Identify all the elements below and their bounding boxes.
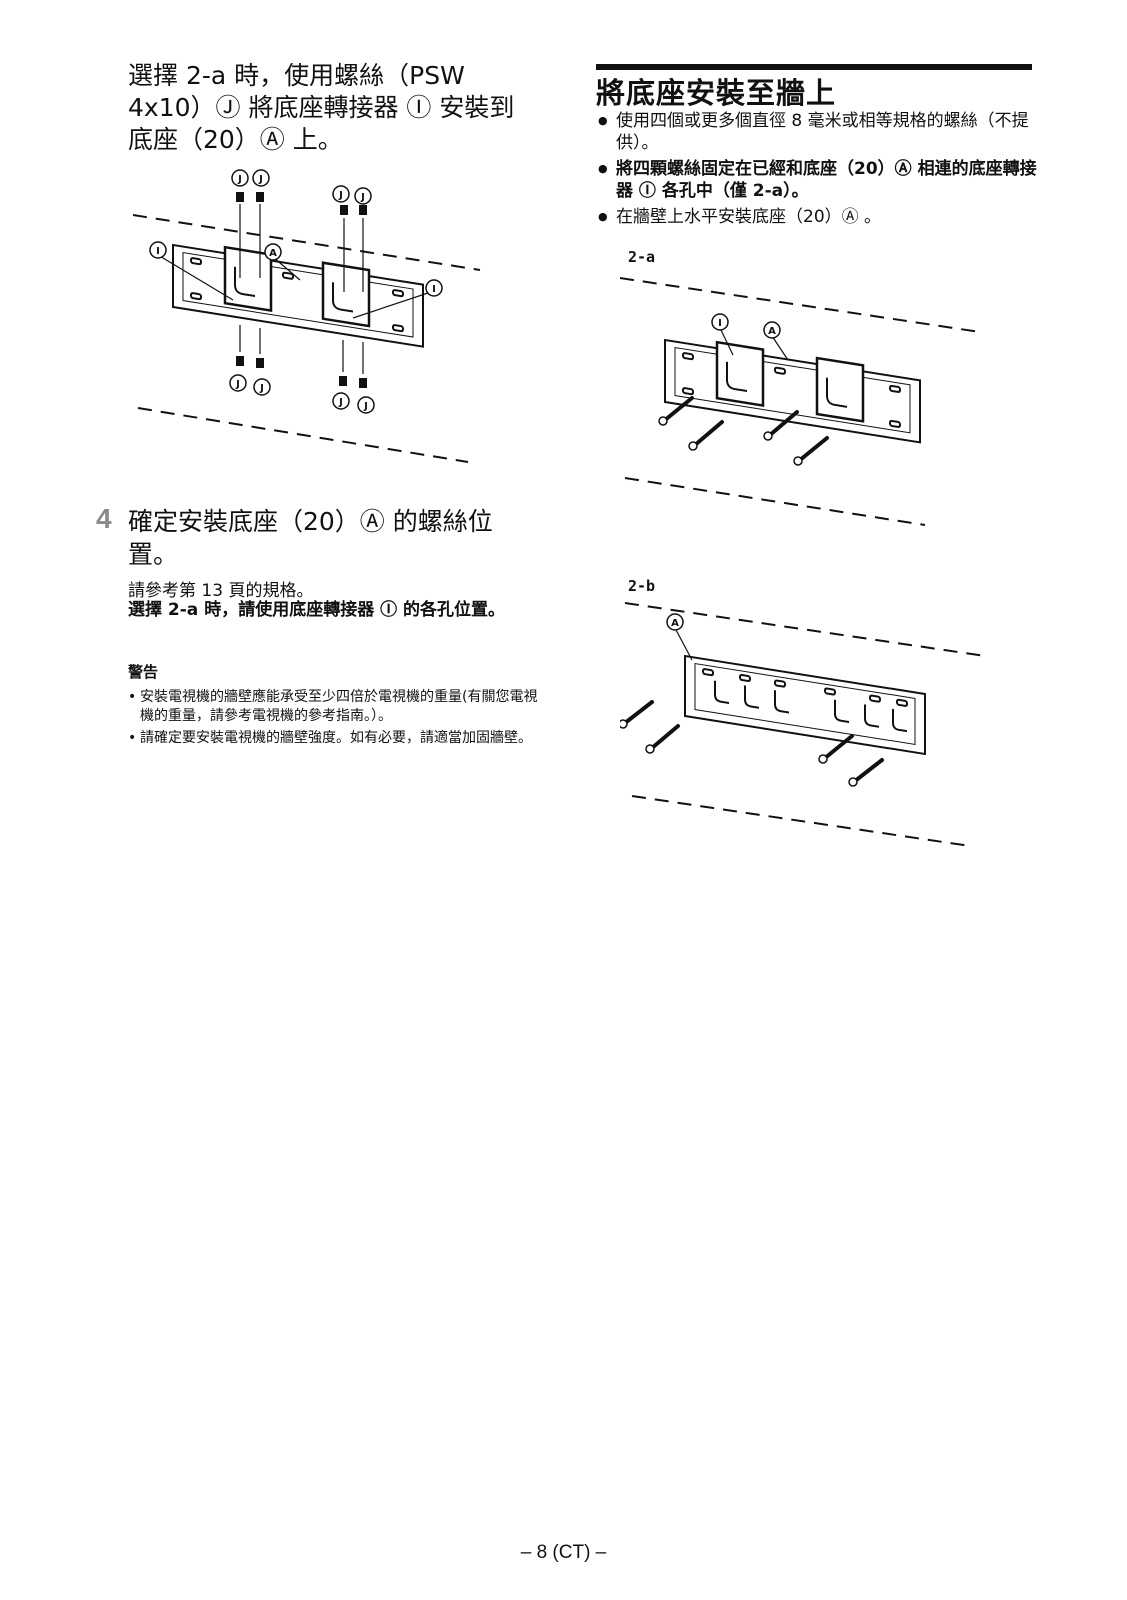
label-i: I (156, 246, 160, 257)
page-number: – 8 (CT) – (520, 1542, 607, 1563)
wall-mount-2b-diagram: A (620, 602, 986, 847)
label-a: A (768, 326, 776, 337)
label-j: J (338, 190, 343, 201)
warning-list: 安裝電視機的牆壁應能承受至少四倍於電視機的重量(有關您電視機的重量，請參考電視機… (128, 688, 538, 748)
label-j: J (235, 379, 240, 390)
adapter-attach-diagram: J J J J I A I J J J J (132, 169, 481, 463)
wall-mount-2a-diagram: I A (620, 277, 981, 526)
section-rule (596, 64, 1032, 70)
label-a: A (671, 618, 679, 629)
step-title: 確定安裝底座（20）Ⓐ 的螺絲位置。 (128, 507, 493, 569)
step-number: 4 (96, 503, 112, 534)
label-i: I (718, 318, 722, 329)
section-title: 將底座安裝至牆上 (596, 76, 837, 110)
list-item: 將四顆螺絲固定在已經和底座（20）Ⓐ 相連的底座轉接器 Ⓘ 各孔中（僅 2-a）… (598, 158, 1038, 202)
label-j: J (363, 401, 368, 412)
step-note: 選擇 2-a 時，請使用底座轉接器 Ⓘ 的各孔位置。 (128, 600, 506, 620)
wall-install-list: 使用四個或更多個直徑 8 毫米或相等規格的螺絲（不提供）。 將四顆螺絲固定在已經… (598, 110, 1038, 232)
label-i: I (432, 284, 436, 295)
label-a: A (269, 248, 277, 259)
label-j: J (237, 174, 242, 185)
list-item: 請確定要安裝電視機的牆壁強度。如有必要，請適當加固牆壁。 (128, 729, 538, 748)
warning-title: 警告 (128, 663, 159, 681)
figure-2b-label: 2-b (628, 577, 656, 595)
list-item: 在牆壁上水平安裝底座（20）Ⓐ 。 (598, 206, 1038, 228)
label-j: J (338, 397, 343, 408)
figure-2a-label: 2-a (628, 248, 656, 266)
label-j: J (259, 383, 264, 394)
intro-instruction: 選擇 2-a 時，使用螺絲（PSW 4x10）Ⓙ 將底座轉接器 Ⓘ 安裝到底座（… (128, 61, 515, 154)
list-item: 安裝電視機的牆壁應能承受至少四倍於電視機的重量(有關您電視機的重量，請參考電視機… (128, 688, 538, 726)
step-reference: 請參考第 13 頁的規格。 (128, 581, 314, 601)
label-j: J (258, 174, 263, 185)
list-item: 使用四個或更多個直徑 8 毫米或相等規格的螺絲（不提供）。 (598, 110, 1038, 154)
label-j: J (360, 192, 365, 203)
warning-block: 警告 安裝電視機的牆壁應能承受至少四倍於電視機的重量(有關您電視機的重量，請參考… (128, 661, 538, 751)
